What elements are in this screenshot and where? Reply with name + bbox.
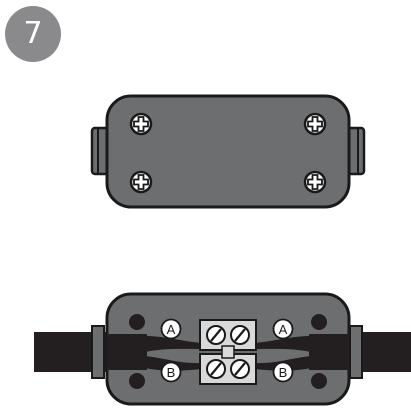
terminal-label-a-right: A <box>272 318 294 340</box>
lid-screw-icon <box>303 170 327 194</box>
terminal-label-text: B <box>279 365 288 380</box>
junction-box-lid <box>105 94 351 209</box>
terminal-label-text: B <box>167 365 176 380</box>
closed-junction-box <box>90 94 366 209</box>
terminal-screw-icon <box>206 325 226 345</box>
terminal-label-b-left: B <box>160 361 182 383</box>
terminal-screw-icon <box>230 325 250 345</box>
terminal-screw-icon <box>230 359 250 379</box>
mounting-hole <box>129 314 145 330</box>
terminal-label-a-left: A <box>160 318 182 340</box>
open-junction-box: A A B B <box>34 292 411 406</box>
terminal-screw-icon <box>206 359 226 379</box>
lid-screw-icon <box>129 170 153 194</box>
terminal-block <box>199 319 257 385</box>
lid-screw-icon <box>129 112 153 136</box>
terminal-label-b-right: B <box>272 361 294 383</box>
terminal-label-text: A <box>167 322 176 337</box>
step-number-badge: 7 <box>5 6 61 62</box>
mounting-hole <box>311 373 327 389</box>
mounting-hole <box>129 373 145 389</box>
mounting-hole <box>311 314 327 330</box>
lid-screw-icon <box>303 112 327 136</box>
terminal-label-text: A <box>279 322 288 337</box>
